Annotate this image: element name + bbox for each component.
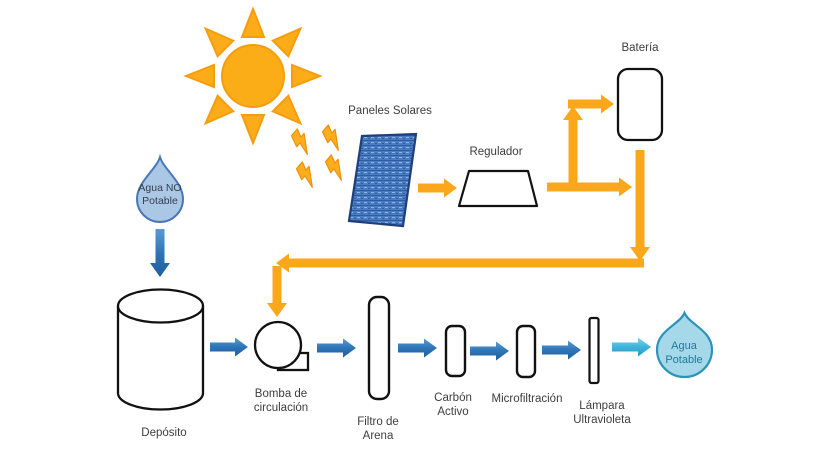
power-arrow-regulator-right <box>547 177 632 197</box>
label-bomba-line1: Bomba de <box>254 388 308 400</box>
water-arrow-tank-to-pump <box>210 337 248 357</box>
water-arrow-pump-to-sandfilter <box>317 338 356 358</box>
label-lampara-ultravioleta: Lámpara Ultravioleta <box>573 399 631 427</box>
label-bomba: Bomba de circulación <box>254 387 308 415</box>
power-arrow-battery-down <box>630 150 650 261</box>
label-deposito: Depósito <box>141 426 186 440</box>
water-arrow-drop-to-tank <box>150 229 170 277</box>
uv-lamp-shape <box>588 316 600 385</box>
potable-water-drop-icon <box>655 310 714 379</box>
label-regulador-text: Regulador <box>469 146 523 158</box>
label-agua-potable-line2: Potable <box>665 354 703 366</box>
label-bateria: Batería <box>621 41 658 55</box>
label-regulador: Regulador <box>469 145 522 159</box>
label-microfiltracion: Microfiltración <box>492 392 563 406</box>
sand-filter-shape <box>367 295 391 401</box>
sun-icon <box>183 6 323 146</box>
power-arrow-into-battery <box>568 94 614 114</box>
water-arrow-sandfilter-to-carbon <box>398 338 437 358</box>
label-filtro-line1: Filtro de <box>357 416 399 428</box>
label-agua-potable-line1: Agua <box>671 340 697 352</box>
power-arrow-long-left <box>276 253 644 273</box>
label-bateria-text: Batería <box>621 42 659 54</box>
battery-shape <box>616 67 664 142</box>
regulator-shape <box>457 169 539 208</box>
carbon-filter-shape <box>444 324 467 378</box>
label-filtro-line2: Arena <box>362 430 394 442</box>
label-agua-no-potable-line1: Agua NO <box>138 182 182 194</box>
label-carbon-activo: Carbón Activo <box>434 391 472 419</box>
label-agua-no-potable-line2: Potable <box>142 195 178 207</box>
label-microfiltracion-text: Microfiltración <box>491 393 563 405</box>
pump-shape <box>253 320 310 372</box>
raw-water-drop-icon <box>135 153 185 223</box>
power-arrow-up <box>563 106 583 186</box>
water-arrow-uv-to-potable <box>612 337 651 357</box>
lightning-bolts-icon <box>290 124 342 188</box>
label-agua-no-potable: Agua NO Potable <box>138 182 181 208</box>
label-agua-potable: Agua Potable <box>665 339 702 367</box>
label-carbon-line2: Activo <box>437 406 469 418</box>
label-paneles-solares: Paneles Solares <box>348 104 432 118</box>
water-arrow-micro-to-uv <box>542 340 581 360</box>
water-arrows <box>210 337 581 361</box>
label-carbon-line1: Carbón <box>434 392 472 404</box>
tank-cylinder-shape <box>116 288 205 411</box>
label-deposito-text: Depósito <box>141 427 187 439</box>
solar-panel-shape <box>347 132 418 228</box>
label-filtro-arena: Filtro de Arena <box>357 415 399 443</box>
label-lampara-line1: Lámpara <box>579 400 625 412</box>
water-arrow-carbon-to-micro <box>470 341 509 361</box>
microfiltration-shape <box>515 324 537 379</box>
label-lampara-line2: Ultravioleta <box>573 414 631 426</box>
power-arrow-panel-to-regulator <box>418 178 457 198</box>
power-arrow-to-pump <box>267 266 287 317</box>
label-paneles-solares-text: Paneles Solares <box>348 105 432 117</box>
power-arrows <box>267 94 650 317</box>
label-bomba-line2: circulación <box>253 402 309 414</box>
